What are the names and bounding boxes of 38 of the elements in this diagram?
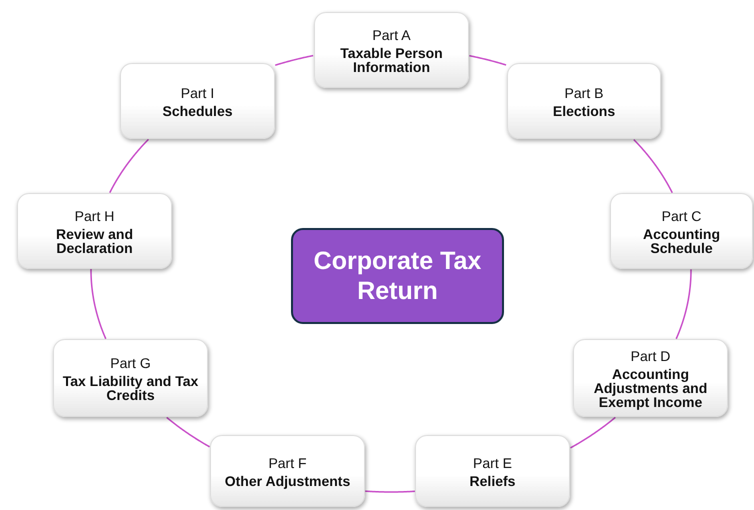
connector-line — [633, 139, 673, 194]
part-label: Part C — [662, 208, 702, 224]
section-box — [210, 435, 365, 507]
part-label: Part I — [180, 84, 214, 100]
section-box — [314, 12, 469, 88]
section-box — [415, 435, 570, 507]
central-topic-box — [291, 228, 504, 324]
part-title: Tax Liability and Tax Credits — [62, 374, 200, 402]
part-title: Accounting Schedule — [642, 226, 721, 254]
connector-line — [109, 138, 149, 193]
connector-line — [90, 269, 106, 340]
part-label: Part B — [564, 84, 604, 100]
part-label: Part F — [268, 454, 307, 470]
part-title: Other Adjustments — [224, 474, 350, 488]
central-title: Corporate Tax Return — [312, 246, 482, 306]
part-title: Schedules — [162, 104, 233, 118]
section-box — [120, 63, 275, 139]
section-box — [53, 339, 208, 417]
part-title: Accounting Adjustments and Exempt Income — [592, 366, 708, 408]
connector-line — [166, 416, 210, 448]
part-label: Part E — [473, 454, 512, 470]
part-title: Taxable Person Information — [339, 46, 444, 74]
part-label: Part A — [372, 26, 411, 42]
section-box — [507, 63, 661, 139]
part-title: Reliefs — [470, 474, 516, 488]
part-label: Part D — [630, 348, 670, 364]
connector-line — [274, 54, 314, 66]
section-box — [573, 339, 728, 417]
section-box — [17, 193, 172, 269]
part-title: Elections — [552, 104, 616, 118]
part-label: Part G — [110, 354, 151, 370]
section-box — [610, 193, 753, 269]
part-title: Review and Declaration — [54, 226, 134, 254]
connector-line — [469, 54, 506, 66]
connector-line — [676, 269, 692, 340]
connector-line — [365, 490, 415, 493]
connector-line — [570, 416, 616, 449]
part-label: Part H — [74, 208, 114, 224]
